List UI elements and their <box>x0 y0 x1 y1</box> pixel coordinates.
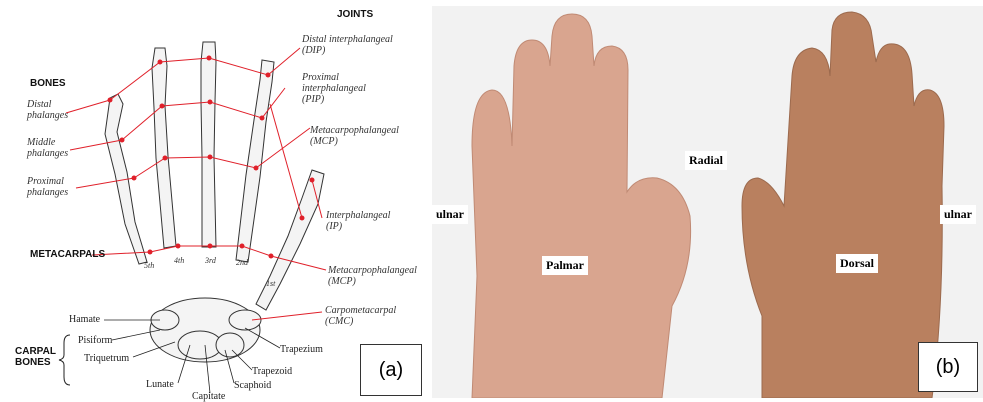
hamate-label: Hamate <box>69 314 100 325</box>
mcp-thumb-label: Metacarpophalangeal (MCP) <box>328 265 417 287</box>
triquetrum-label: Triquetrum <box>84 353 129 364</box>
mcp-label: Metacarpophalangeal (MCP) <box>310 125 399 147</box>
dip-label: Distal interphalangeal (DIP) <box>302 34 393 56</box>
dorsal-label: Dorsal <box>836 254 878 273</box>
metacarpal-3rd: 3rd <box>205 255 216 266</box>
middle-finger-bones <box>201 42 216 247</box>
panel-a-tag: (a) <box>360 344 422 396</box>
radial-label: Radial <box>685 151 727 170</box>
palmar-label: Palmar <box>542 256 588 275</box>
trapezium-label: Trapezium <box>280 344 323 355</box>
ip-label: Interphalangeal (IP) <box>326 210 390 232</box>
metacarpals-header: METACARPALS <box>30 249 105 260</box>
palmar-hand-photo <box>472 14 691 398</box>
cmc-label: Carpometacarpal (CMC) <box>325 305 396 327</box>
metacarpal-5th: 5th <box>144 260 154 271</box>
proximal-phalanges-label: Proximal phalanges <box>27 176 68 198</box>
ring-finger-bones <box>152 48 176 248</box>
lunate-label: Lunate <box>146 379 174 390</box>
ulnar-left-label: ulnar <box>432 205 468 224</box>
panel-b-tag: (b) <box>918 342 978 392</box>
skeleton-drawing <box>0 0 430 401</box>
scaphoid-label: Scaphoid <box>234 380 271 391</box>
trapezoid-label: Trapezoid <box>252 366 292 377</box>
joints-header: JOINTS <box>337 9 373 20</box>
index-finger-bones <box>236 60 274 262</box>
middle-phalanges-label: Middle phalanges <box>27 137 68 159</box>
pip-label: Proximal interphalangeal (PIP) <box>302 72 366 105</box>
hand-photos-drawing <box>432 6 983 398</box>
metacarpal-4th: 4th <box>174 255 184 266</box>
carpal-bones-header: CARPAL BONES <box>15 346 56 368</box>
bones-header: BONES <box>30 78 66 89</box>
pisiform-label: Pisiform <box>78 335 112 346</box>
panel-b-hand-photos: Radial ulnar ulnar Palmar Dorsal (b) <box>432 6 983 398</box>
ulnar-right-label: ulnar <box>940 205 976 224</box>
capitate-label: Capitate <box>192 391 225 402</box>
panel-a-hand-skeleton: JOINTS BONES METACARPALS CARPAL BONES Di… <box>0 0 430 401</box>
metacarpal-2nd: 2nd <box>236 257 248 268</box>
thumb-bones <box>256 170 324 310</box>
dorsal-hand-photo <box>742 12 944 398</box>
metacarpal-1st: 1st <box>266 278 275 289</box>
distal-phalanges-label: Distal phalanges <box>27 99 68 121</box>
